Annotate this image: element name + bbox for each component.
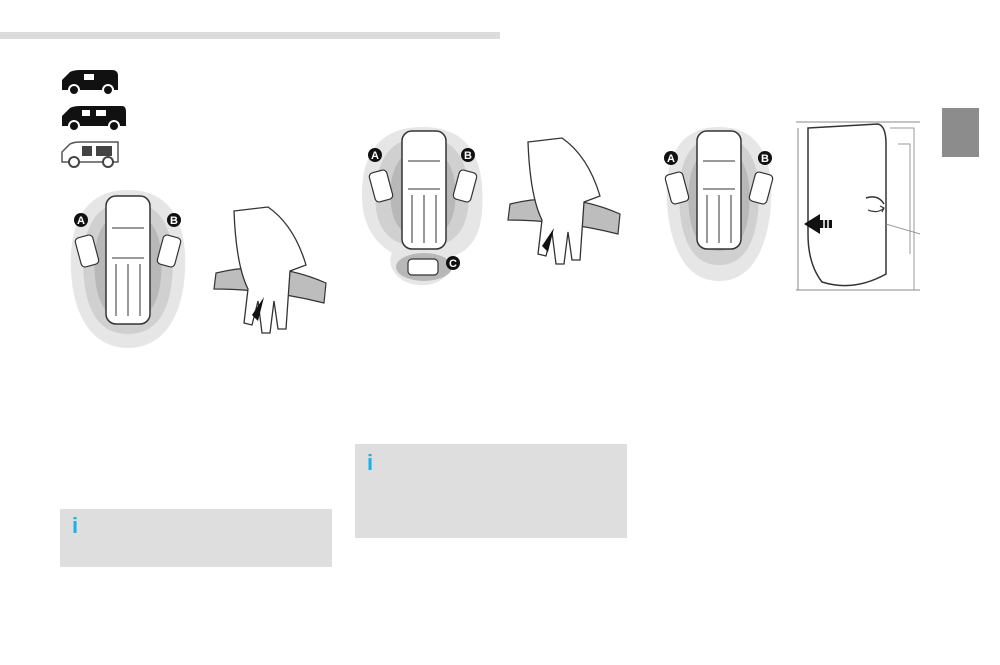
svg-text:A: A: [371, 150, 379, 162]
info-box-2: i: [355, 444, 627, 538]
info-icon: i: [72, 513, 79, 538]
keyless-zone-diagram-2: A B C: [362, 127, 483, 286]
svg-text:B: B: [464, 150, 472, 162]
svg-text:A: A: [77, 215, 85, 227]
hand-on-handle-illustration-2: [507, 137, 621, 265]
van-long-icon: [62, 106, 126, 132]
svg-text:A: A: [667, 153, 675, 165]
section-tab[interactable]: [942, 108, 979, 157]
info-box-1: i: [60, 509, 332, 567]
keyless-zone-diagram-3: A B: [664, 127, 774, 281]
svg-text:C: C: [449, 258, 457, 270]
keyless-zone-diagram-1: A B: [70, 190, 186, 348]
van-short-icon: [62, 70, 118, 96]
header-rule: [0, 32, 500, 39]
info-icon: i: [367, 450, 374, 475]
svg-text:B: B: [761, 153, 769, 165]
hand-on-handle-illustration-1: [213, 206, 327, 334]
van-cab-icon: [61, 141, 119, 168]
sliding-door-illustration: [796, 121, 921, 291]
svg-text:B: B: [170, 215, 178, 227]
